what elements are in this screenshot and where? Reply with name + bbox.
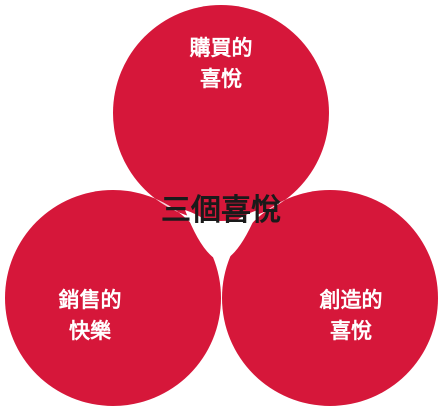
center-white-wedge [185, 210, 258, 262]
center-label: 三個喜悅 [161, 193, 281, 228]
circle-buying-joy [113, 5, 329, 221]
circle-creating-joy [222, 190, 438, 406]
top-label-line1: 購買的 [189, 36, 253, 60]
left-label-line2: 快樂 [69, 319, 112, 343]
circle-selling-joy [5, 190, 221, 406]
right-label-line2: 喜悅 [330, 319, 372, 343]
right-label-line1: 創造的 [320, 288, 383, 312]
left-label-line1: 銷售的 [59, 288, 122, 312]
top-label-line2: 喜悅 [200, 67, 242, 91]
